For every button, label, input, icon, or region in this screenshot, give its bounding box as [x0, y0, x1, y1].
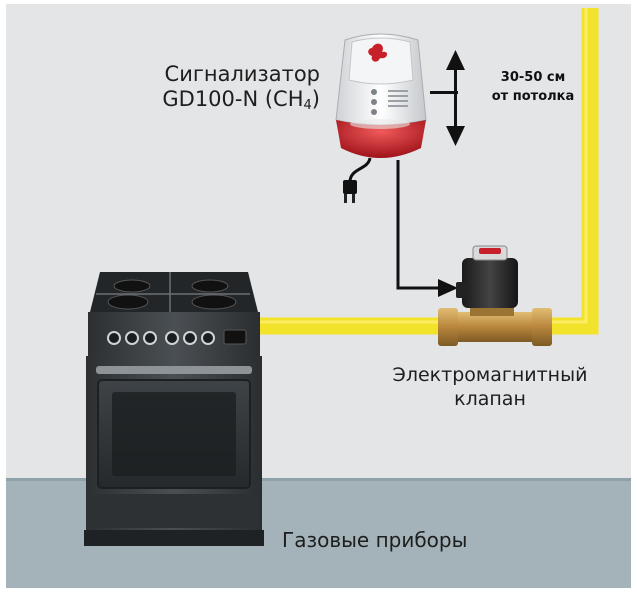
appliances-label: Газовые приборы	[282, 528, 468, 552]
valve-label: Электромагнитный клапан	[355, 363, 625, 411]
power-plug-icon	[343, 157, 372, 203]
valve-label-line1: Электромагнитный	[392, 364, 588, 386]
signal-wire	[396, 160, 440, 290]
gas-stove-icon	[84, 272, 264, 546]
solenoid-valve-icon	[438, 245, 552, 346]
detector-label-line1: Сигнализатор	[164, 62, 320, 86]
gas-pipe-highlight	[258, 8, 588, 324]
distance-label: 30-50 см от потолка	[468, 68, 598, 106]
distance-label-line1: 30-50 см	[500, 70, 566, 85]
floor-edge	[6, 478, 631, 481]
gas-detector-icon	[335, 33, 427, 158]
valve-label-line2: клапан	[454, 388, 526, 410]
detector-model-subscript: 4	[303, 98, 312, 113]
signal-arrowhead	[438, 279, 458, 297]
detector-label: Сигнализатор GD100-N (CH4)	[120, 62, 320, 118]
detector-label-line2: GD100-N (CH4)	[120, 87, 320, 118]
distance-label-line2: от потолка	[491, 89, 575, 104]
gas-pipe	[258, 8, 599, 335]
detector-model-text: GD100-N (CH	[162, 87, 304, 111]
detector-model-suffix: )	[311, 87, 320, 111]
double-arrow-icon	[430, 50, 465, 146]
